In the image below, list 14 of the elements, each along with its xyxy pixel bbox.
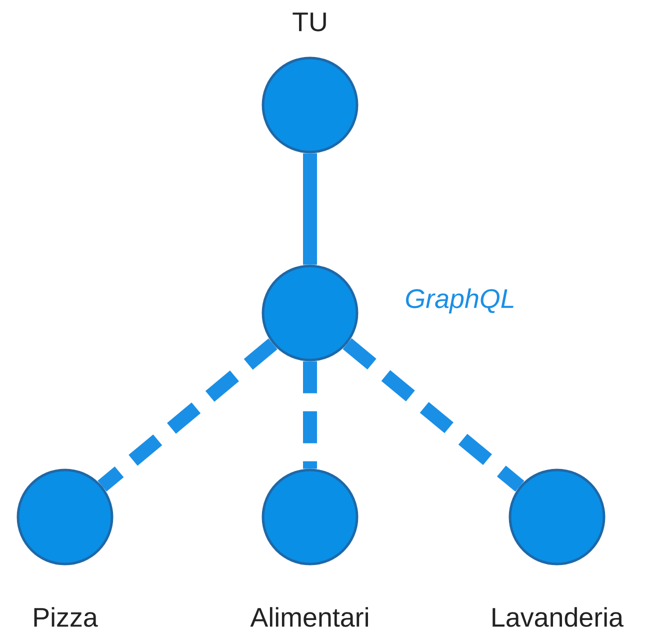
circle-node xyxy=(262,468,358,566)
connector-line xyxy=(342,338,524,492)
connector-line xyxy=(303,153,317,265)
connector-line xyxy=(303,361,317,469)
side-label: GraphQL xyxy=(406,288,514,314)
circle-node xyxy=(508,468,606,566)
node-label: Alimentari xyxy=(250,607,368,627)
node-label: TU xyxy=(292,12,326,32)
circle-node xyxy=(16,468,114,566)
circle-node xyxy=(262,56,358,154)
node-label: Pizza xyxy=(34,607,98,627)
node-label: Lavanderia xyxy=(492,607,624,627)
connector-line xyxy=(98,338,278,492)
circle-node xyxy=(262,264,358,362)
